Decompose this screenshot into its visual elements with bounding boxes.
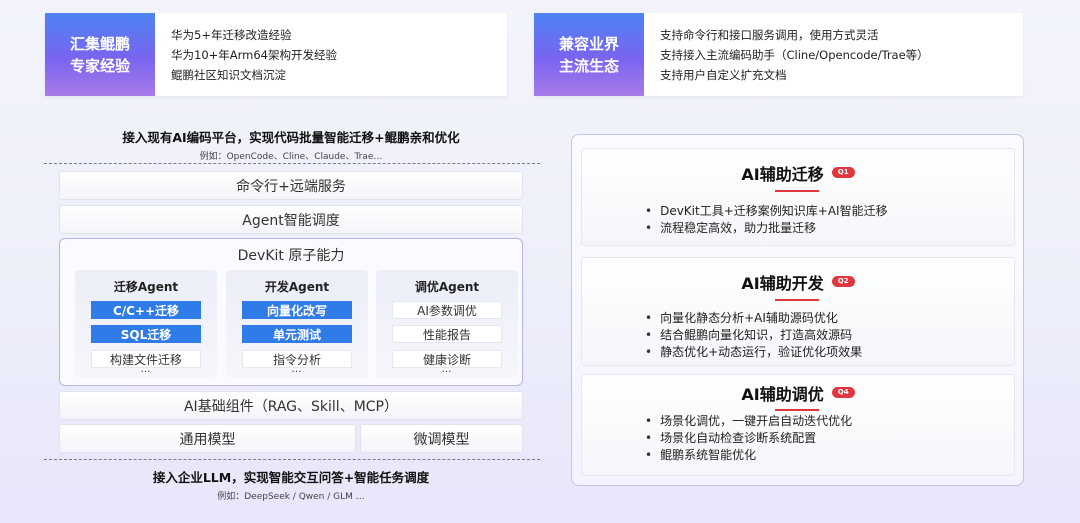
title-underline bbox=[775, 409, 819, 411]
section-list: 场景化调优，一键开启自动迭代优化 场景化自动检查诊断系统配置 鲲鹏系统智能优化 bbox=[645, 413, 852, 464]
finetuned-model: 微调模型 bbox=[360, 424, 523, 453]
quarter-badge: Q1 bbox=[831, 166, 855, 178]
section-list: 向量化静态分析+AI辅助源码优化 结合鲲鹏向量化知识，打造高效源码 静态优化+动… bbox=[645, 310, 862, 361]
layer-ai-base-components: AI基础组件（RAG、Skill、MCP） bbox=[59, 391, 523, 420]
list-item: 向量化静态分析+AI辅助源码优化 bbox=[645, 310, 862, 327]
agent-chip: 构建文件迁移 bbox=[91, 350, 201, 368]
agent-chip: 向量化改写 bbox=[242, 301, 352, 319]
list-item: 场景化调优，一键开启自动迭代优化 bbox=[645, 413, 852, 430]
ecosystem-card: 兼容业界 主流生态 支持命令行和接口服务调用，使用方式灵活 支持接入主流编码助手… bbox=[534, 13, 1023, 96]
agent-chip: C/C++迁移 bbox=[91, 301, 201, 319]
section-title: AI辅助调优 bbox=[741, 385, 824, 404]
agent-chip: 指令分析 bbox=[242, 350, 352, 368]
section-ai-migration: AI辅助迁移 Q1 DevKit工具+迁移案例知识库+AI智能迁移 流程稳定高效… bbox=[581, 148, 1015, 246]
expert-experience-card: 汇集鲲鹏 专家经验 华为5+年迁移改造经验 华为10+年Arm64架构开发经验 … bbox=[45, 13, 507, 96]
more-indicator: … bbox=[140, 364, 152, 375]
list-item: 华为10+年Arm64架构开发经验 bbox=[171, 47, 337, 62]
list-item: 支持接入主流编码助手（Cline/Opencode/Trae等） bbox=[660, 47, 929, 62]
section-ai-tuning: AI辅助调优 Q4 场景化调优，一键开启自动迭代优化 场景化自动检查诊断系统配置… bbox=[581, 374, 1015, 476]
quarter-badge: Q4 bbox=[831, 386, 855, 398]
development-agent: 开发Agent 向量化改写 单元测试 指令分析 … bbox=[226, 270, 368, 378]
more-indicator: … bbox=[291, 364, 303, 375]
title-underline bbox=[775, 190, 819, 192]
agent-chip: 单元测试 bbox=[242, 325, 352, 343]
top-divider bbox=[44, 163, 540, 164]
migration-agent: 迁移Agent C/C++迁移 SQL迁移 构建文件迁移 … bbox=[75, 270, 217, 378]
list-item: 静态优化+动态运行，验证优化项效果 bbox=[645, 344, 862, 361]
list-item: 华为5+年迁移改造经验 bbox=[171, 27, 292, 42]
list-item: 支持用户自定义扩充文档 bbox=[660, 67, 787, 82]
agent-title: 调优Agent bbox=[414, 280, 480, 294]
agent-chip: AI参数调优 bbox=[392, 301, 502, 319]
list-item: 鲲鹏社区知识文档沉淀 bbox=[171, 67, 286, 82]
section-title: AI辅助开发 bbox=[741, 274, 824, 293]
agent-chip: 性能报告 bbox=[392, 325, 502, 343]
bottom-caption: 接入企业LLM，实现智能交互问答+智能任务调度 bbox=[152, 470, 430, 485]
ecosystem-tag: 兼容业界 主流生态 bbox=[534, 13, 644, 96]
section-list: DevKit工具+迁移案例知识库+AI智能迁移 流程稳定高效，助力批量迁移 bbox=[645, 203, 888, 237]
list-item: 结合鲲鹏向量化知识，打造高效源码 bbox=[645, 327, 862, 344]
ai-assist-panel: AI辅助迁移 Q1 DevKit工具+迁移案例知识库+AI智能迁移 流程稳定高效… bbox=[571, 134, 1024, 486]
list-item: 流程稳定高效，助力批量迁移 bbox=[645, 220, 888, 237]
expert-experience-list: 华为5+年迁移改造经验 华为10+年Arm64架构开发经验 鲲鹏社区知识文档沉淀 bbox=[155, 13, 337, 96]
section-ai-development: AI辅助开发 Q2 向量化静态分析+AI辅助源码优化 结合鲲鹏向量化知识，打造高… bbox=[581, 257, 1015, 366]
agent-title: 迁移Agent bbox=[113, 280, 179, 294]
layer-agent-dispatch: Agent智能调度 bbox=[59, 205, 523, 234]
tuning-agent: 调优Agent AI参数调优 性能报告 健康诊断 … bbox=[376, 270, 518, 378]
general-model: 通用模型 bbox=[59, 424, 356, 453]
ecosystem-list: 支持命令行和接口服务调用，使用方式灵活 支持接入主流编码助手（Cline/Ope… bbox=[644, 13, 929, 96]
list-item: 场景化自动检查诊断系统配置 bbox=[645, 430, 852, 447]
title-underline bbox=[775, 299, 819, 301]
bottom-divider bbox=[44, 459, 540, 460]
list-item: 鲲鹏系统智能优化 bbox=[645, 447, 852, 464]
devkit-capabilities: DevKit 原子能力 迁移Agent C/C++迁移 SQL迁移 构建文件迁移… bbox=[59, 238, 523, 386]
top-example: 例如：OpenCode、Cline、Claude、Trae… bbox=[199, 152, 383, 162]
bottom-example: 例如：DeepSeek / Qwen / GLM … bbox=[217, 492, 365, 502]
agent-chip: SQL迁移 bbox=[91, 325, 201, 343]
expert-experience-tag: 汇集鲲鹏 专家经验 bbox=[45, 13, 155, 96]
agent-title: 开发Agent bbox=[264, 280, 330, 294]
agent-chip: 健康诊断 bbox=[392, 350, 502, 368]
list-item: DevKit工具+迁移案例知识库+AI智能迁移 bbox=[645, 203, 888, 220]
section-title: AI辅助迁移 bbox=[741, 165, 824, 184]
list-item: 支持命令行和接口服务调用，使用方式灵活 bbox=[660, 27, 879, 42]
top-caption: 接入现有AI编码平台，实现代码批量智能迁移+鲲鹏亲和优化 bbox=[122, 130, 460, 145]
devkit-title: DevKit 原子能力 bbox=[237, 248, 345, 264]
layer-cli-service: 命令行+远端服务 bbox=[59, 171, 523, 200]
quarter-badge: Q2 bbox=[831, 275, 855, 287]
more-indicator: … bbox=[441, 364, 453, 375]
